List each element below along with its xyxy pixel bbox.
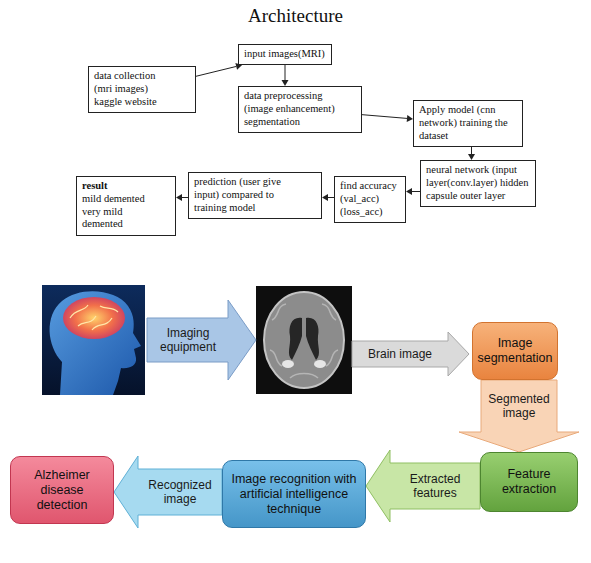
process-box: neural network (input layer(conv.layer) …: [420, 160, 536, 207]
box-text: Alzheimer disease detection: [15, 468, 109, 513]
box-text: Feature extraction: [485, 467, 573, 497]
block-arrow-shape: [366, 450, 480, 522]
block-arrow-shape: [114, 456, 222, 528]
process-box: Apply model (cnn network) training the d…: [413, 100, 523, 147]
process-box: input images(MRI): [238, 44, 332, 65]
connector-line: [471, 147, 472, 154]
process-box: resultmild demented very mild demented: [76, 176, 176, 236]
arrow-label: Imaging equipment: [149, 326, 227, 355]
arrowhead: [176, 194, 182, 201]
box-text: input images(MRI): [244, 48, 330, 61]
box-heading: result: [82, 180, 154, 193]
flow-arrow: [196, 63, 242, 76]
flow-arrow: [282, 65, 289, 86]
arrow-label: Recognized image: [140, 478, 220, 507]
connector-line: [285, 65, 286, 80]
arrowhead: [322, 194, 328, 201]
arrowhead: [406, 188, 412, 195]
flow-arrow: [406, 188, 420, 195]
flow-arrow: [176, 194, 188, 201]
arrow-label: Extracted features: [393, 472, 477, 501]
block-arrow-shape: [459, 380, 579, 452]
block-arrow: [352, 332, 469, 376]
process-box: find accuracy (val_acc) (loss_acc): [334, 176, 406, 223]
mri-image: [256, 286, 352, 394]
process-box: data collection (mri images) kaggle webs…: [88, 66, 196, 113]
box-text: prediction (user give input) compared to…: [194, 176, 290, 214]
head-illustration: [42, 285, 145, 395]
box-text: data collection (mri images) kaggle webs…: [94, 70, 174, 108]
box-text: data preprocessing (image enhancement) s…: [244, 90, 348, 128]
box-text: find accuracy (val_acc) (loss_acc): [340, 180, 404, 218]
block-arrow: [459, 380, 579, 452]
box-text: neural network (input layer(conv.layer) …: [426, 164, 532, 202]
stage-box: Image segmentation: [472, 322, 558, 380]
connector-line: [196, 66, 236, 76]
stage-box: Alzheimer disease detection: [10, 456, 114, 524]
arrow-label: Segmented image: [482, 392, 556, 421]
diagram-title: Architecture: [0, 5, 591, 27]
connector-line: [412, 191, 420, 192]
arrow-label: Brain image: [368, 347, 432, 361]
flow-arrow: [362, 115, 413, 122]
block-arrow: [147, 300, 256, 380]
flow-arrow: [468, 147, 475, 160]
box-text: Image segmentation: [475, 336, 555, 366]
block-arrow: [366, 450, 480, 522]
stage-box: Image recognition with artificial intell…: [222, 460, 366, 528]
box-text: mild demented very mild demented: [82, 193, 154, 231]
process-box: data preprocessing (image enhancement) s…: [238, 86, 362, 133]
connector-line: [362, 115, 407, 119]
box-text: Apply model (cnn network) training the d…: [419, 104, 515, 142]
process-box: prediction (user give input) compared to…: [188, 172, 322, 219]
box-text: Image recognition with artificial intell…: [226, 472, 362, 517]
stage-box: Feature extraction: [480, 452, 578, 512]
flow-arrow: [322, 194, 334, 201]
block-arrow: [114, 456, 222, 528]
